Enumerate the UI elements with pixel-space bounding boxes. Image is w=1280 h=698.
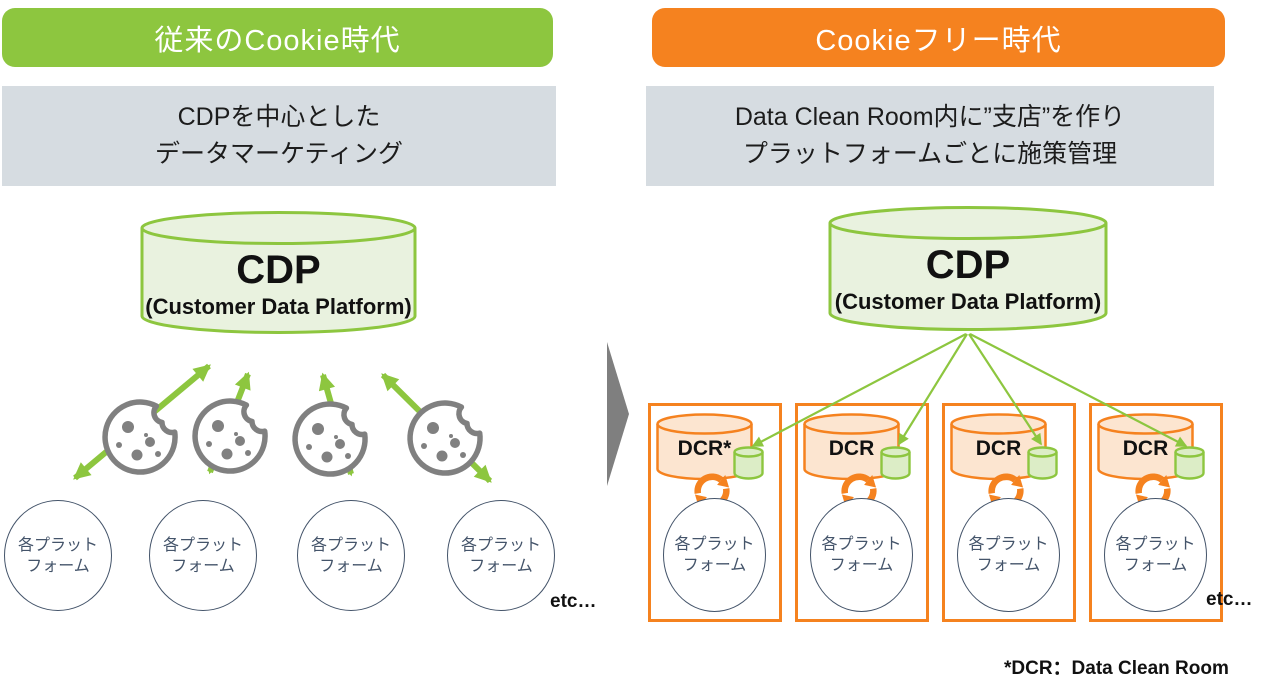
left-description-line1: CDPを中心とした	[177, 103, 381, 131]
cookie-icon	[102, 399, 178, 475]
right-era-title: Cookieフリー時代	[815, 24, 1062, 57]
platform-label-line2: フォーム	[319, 557, 383, 575]
platform-label-line1: 各プラット	[460, 536, 541, 554]
left-era-banner: 従来のCookie時代	[2, 8, 553, 67]
dcr-box: DCR 各プラット フォーム	[942, 403, 1076, 622]
platform-label-line2: フォーム	[171, 557, 235, 575]
dcr-footnote: *DCR：Data Clean Room	[1004, 658, 1229, 679]
platform-label-line2: フォーム	[1123, 557, 1188, 574]
cookie-icon	[292, 401, 368, 477]
platform-circle: 各プラット フォーム	[447, 500, 555, 611]
left-description-box: CDPを中心とした データマーケティング	[2, 86, 556, 186]
left-era-title: 従来のCookie時代	[154, 24, 401, 57]
platform-label-line1: 各プラット	[1115, 536, 1196, 553]
dcr-box: DCR 各プラット フォーム	[795, 403, 929, 622]
platform-circle: 各プラット フォーム	[4, 500, 112, 611]
cookie-icons-group	[102, 398, 483, 477]
platform-label-line2: フォーム	[26, 557, 90, 575]
cookie-icon	[407, 400, 483, 476]
right-cdp-subtitle: (Customer Data Platform)	[834, 289, 1102, 314]
left-cdp-cylinder: CDP (Customer Data Platform)	[140, 210, 417, 335]
branch-mini-cylinder	[880, 446, 911, 480]
right-description-box: Data Clean Room内に”支店”を作り プラットフォームごとに施策管理	[646, 86, 1214, 186]
platform-circle: 各プラット フォーム	[1104, 498, 1207, 612]
platform-label-line1: 各プラット	[310, 536, 391, 554]
right-cdp-cylinder: CDP (Customer Data Platform)	[828, 205, 1108, 332]
platform-circle: 各プラット フォーム	[957, 498, 1060, 612]
cylinder-shape-icon	[140, 211, 417, 334]
branch-mini-cylinder	[1027, 446, 1058, 480]
platform-label-line2: フォーム	[829, 557, 894, 574]
platform-label-line1: 各プラット	[821, 536, 902, 553]
bidirectional-arrow	[73, 363, 493, 484]
dcr-box: DCR* 各プラット フォーム	[648, 403, 782, 622]
cylinder-shape-icon	[828, 206, 1108, 331]
left-etc-label: etc…	[550, 591, 597, 612]
platform-circle: 各プラット フォーム	[149, 500, 257, 611]
platform-label-line1: 各プラット	[674, 536, 755, 553]
transition-arrow-icon	[607, 342, 629, 486]
platform-label-line2: フォーム	[976, 557, 1041, 574]
right-description-line1: Data Clean Room内に”支店”を作り	[734, 103, 1126, 131]
right-etc-label: etc…	[1206, 589, 1253, 610]
left-cdp-subtitle: (Customer Data Platform)	[145, 294, 412, 319]
left-cdp-title: CDP	[236, 248, 321, 292]
right-cdp-title: CDP	[925, 243, 1011, 287]
cookie-icon	[192, 398, 268, 474]
platform-circle: 各プラット フォーム	[663, 498, 766, 612]
platform-label-line1: 各プラット	[162, 536, 243, 554]
platform-label-line2: フォーム	[469, 557, 533, 575]
right-description-line2: プラットフォームごとに施策管理	[742, 140, 1118, 168]
platform-label-line1: 各プラット	[968, 536, 1049, 553]
left-description-line2: データマーケティング	[154, 140, 403, 168]
platform-circle: 各プラット フォーム	[810, 498, 913, 612]
branch-mini-cylinder	[1174, 446, 1205, 480]
platform-label-line1: 各プラット	[17, 536, 98, 554]
platform-circle: 各プラット フォーム	[297, 500, 405, 611]
branch-mini-cylinder	[733, 446, 764, 480]
right-era-banner: Cookieフリー時代	[652, 8, 1225, 67]
dcr-box: DCR 各プラット フォーム	[1089, 403, 1223, 622]
platform-label-line2: フォーム	[682, 557, 747, 574]
dcr-label: DCR*	[677, 437, 732, 460]
